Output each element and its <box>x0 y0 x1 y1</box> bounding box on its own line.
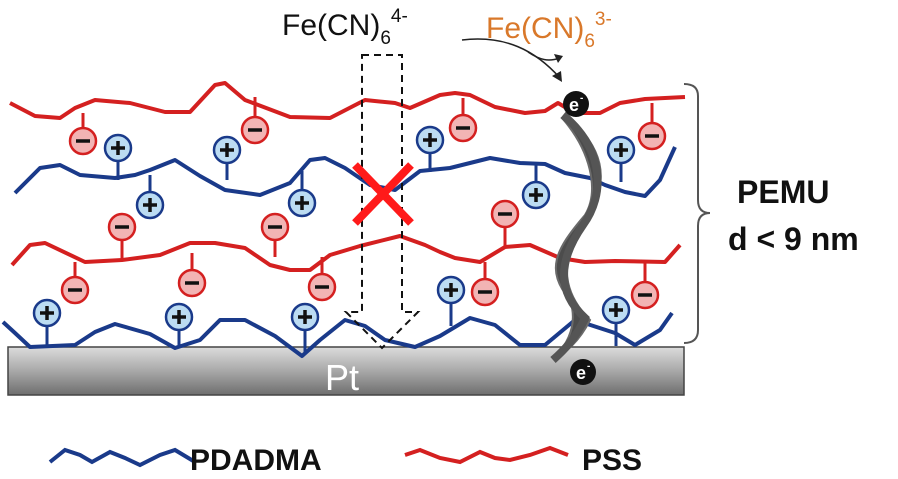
positive-charge-icon <box>164 302 194 348</box>
positive-charge-icon <box>601 295 631 346</box>
positive-charge-icon <box>290 302 320 353</box>
pemu-bracket <box>683 83 711 344</box>
product-label: Fe(CN)63- <box>486 9 612 52</box>
negative-charge-icon <box>307 257 337 302</box>
negative-charge-icon <box>68 113 98 156</box>
negative-charge-icon <box>177 253 207 298</box>
positive-charge-icon <box>521 163 551 210</box>
positive-charge-icon <box>436 275 466 326</box>
pemu-label: PEMU <box>737 174 829 210</box>
electron-charge: - <box>587 361 590 372</box>
electron-wire-stroke <box>550 111 602 363</box>
negative-charge-icon <box>470 262 500 307</box>
electron-bottom: e - <box>570 359 596 385</box>
arrow-head-icon <box>554 54 563 63</box>
negative-charge-icon <box>240 97 270 145</box>
blocked-x-icon <box>352 162 414 226</box>
positive-charge-icon <box>287 171 317 218</box>
negative-charge-icon <box>630 263 660 310</box>
negative-charge-icon <box>107 212 137 259</box>
legend-pss-label: PSS <box>582 444 642 477</box>
negative-charge-icon <box>60 262 90 305</box>
pss-chain <box>10 234 682 272</box>
positive-charge-icon <box>103 133 133 180</box>
oxidation-arrow <box>461 38 561 79</box>
positive-charge-icon <box>212 135 242 180</box>
legend-pdadma-swatch <box>48 447 197 468</box>
positive-charge-icon <box>415 125 445 172</box>
electron-charge: - <box>580 93 583 104</box>
thickness-label: d < 9 nm <box>728 221 859 257</box>
electron-top: e - <box>563 91 589 117</box>
reactant-label: Fe(CN)64- <box>282 6 408 49</box>
positive-charge-icon <box>135 175 165 220</box>
legend-pdadma-label: PDADMA <box>190 444 322 477</box>
negative-charge-icon <box>260 212 290 257</box>
legend-pss-swatch <box>404 445 569 465</box>
electron-label: e <box>569 95 579 115</box>
electrode-label: Pt <box>325 357 359 398</box>
positive-charge-icon <box>32 298 62 347</box>
negative-charge-icon <box>637 103 667 151</box>
arrow-head-icon <box>552 71 562 82</box>
negative-charge-icon <box>490 199 520 246</box>
electron-label: e <box>576 363 586 383</box>
positive-charge-icon <box>606 135 636 182</box>
blocked-diffusion-arrow <box>343 54 421 350</box>
negative-charge-icon <box>448 98 478 143</box>
pdadma-chain <box>1 311 674 358</box>
